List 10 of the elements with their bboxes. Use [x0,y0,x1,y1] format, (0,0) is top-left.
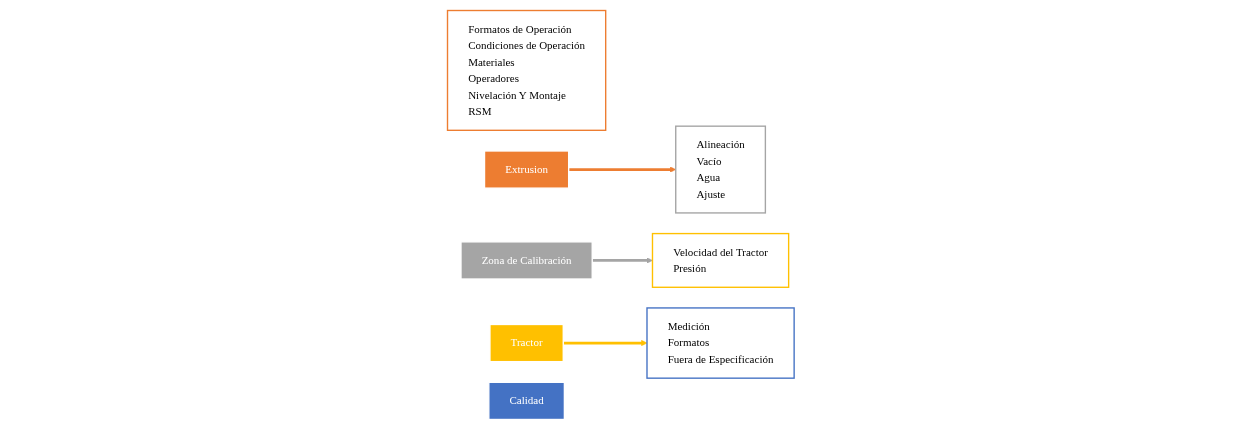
arrow [563,340,648,347]
node-box: Alineación Vacío Agua Ajuste [675,125,767,214]
node-box: Zona de Calibración [460,241,594,280]
node-box: Calidad [488,381,566,421]
node-box: Medición Formatos Fuera de Especificación [646,307,795,379]
node-box: Velocidad del Tractor Presión [651,232,790,288]
node-box: Extrusion [484,150,570,189]
arrow [592,257,653,264]
node-box: Tractor [489,323,565,363]
node-box: Formatos de Operación Condiciones de Operación Materiales Operadores Nivelación Y Montaje RSM [447,9,607,131]
